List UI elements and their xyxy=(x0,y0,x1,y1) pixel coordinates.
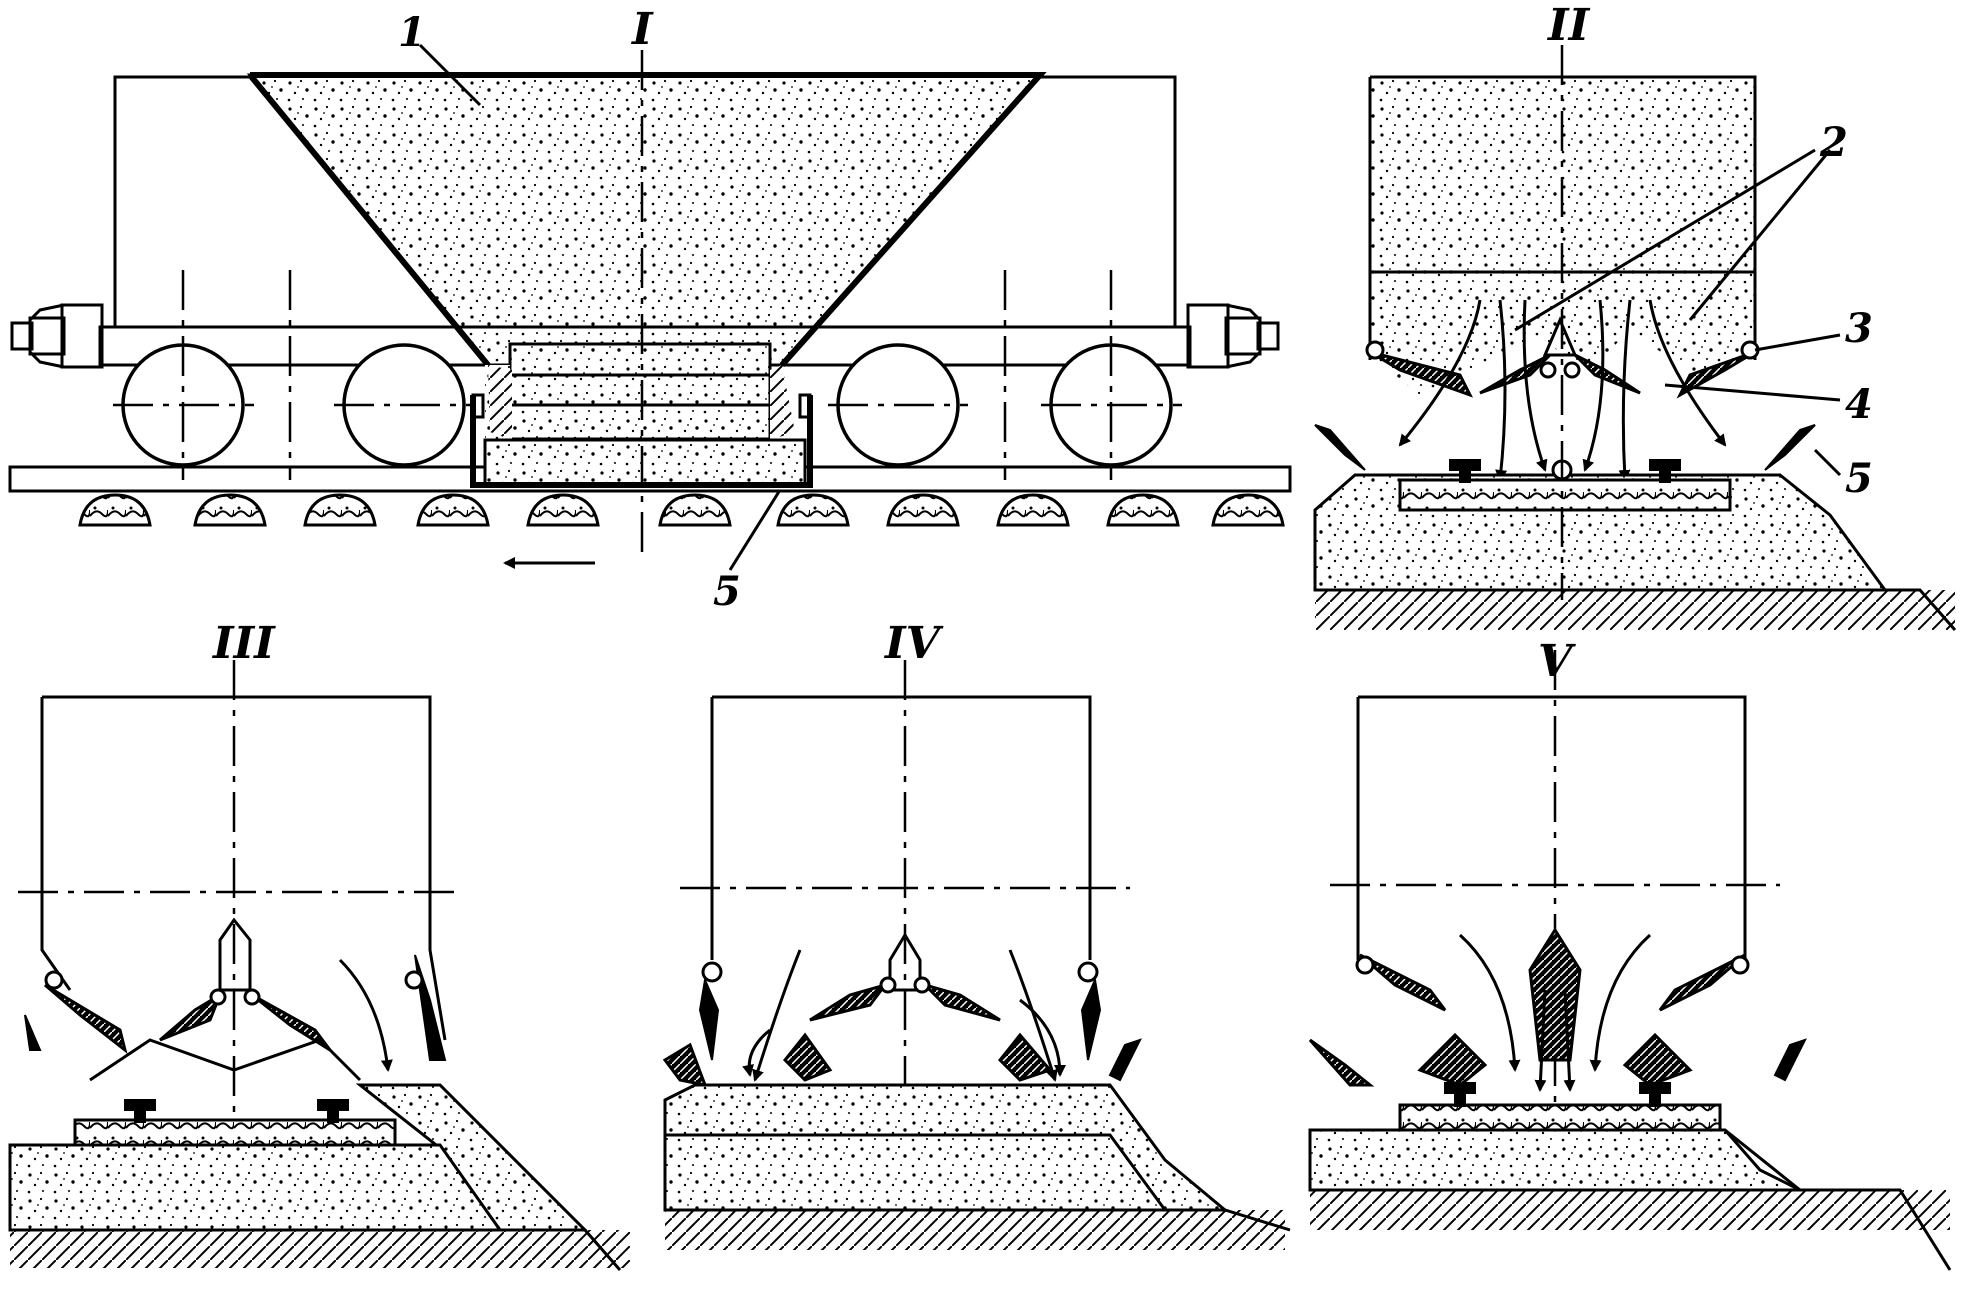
left-coupler xyxy=(10,303,104,369)
callout-5-view-2: 5 xyxy=(1845,455,1873,502)
view-5-cross-section xyxy=(1308,650,1952,1271)
view-label-1: I xyxy=(630,4,654,55)
view-4-cross-section xyxy=(662,660,1291,1250)
right-coupler xyxy=(1186,303,1280,369)
leader-1 xyxy=(418,43,482,107)
callout-3: 3 xyxy=(1845,305,1873,352)
callout-2: 2 xyxy=(1819,119,1848,166)
callout-labels: 1 2 3 4 5 5 xyxy=(398,9,1873,615)
gate-right xyxy=(770,365,795,440)
view-label-5: V xyxy=(1538,636,1576,687)
ballast-body xyxy=(508,342,772,441)
callout-5-view-1: 5 xyxy=(713,568,741,615)
view-label-2: II xyxy=(1546,0,1591,51)
hopper-top-edge xyxy=(250,72,1047,367)
view-label-4: IV xyxy=(883,618,944,669)
sleepers xyxy=(78,493,1285,527)
callout-4: 4 xyxy=(1845,381,1873,428)
hopper-left-edge xyxy=(247,73,491,367)
view-1-side-elevation xyxy=(8,43,1292,571)
view-label-3: III xyxy=(211,618,276,669)
view-2-cross-section xyxy=(1313,45,1957,631)
callout-1: 1 xyxy=(398,9,426,56)
leader-5a xyxy=(728,489,782,571)
plow-bed xyxy=(483,438,807,487)
wheel-centerlines xyxy=(113,270,1182,480)
gate-left xyxy=(488,365,512,440)
view-labels: I II III IV V xyxy=(211,0,1591,687)
view-3-cross-section xyxy=(8,660,630,1271)
